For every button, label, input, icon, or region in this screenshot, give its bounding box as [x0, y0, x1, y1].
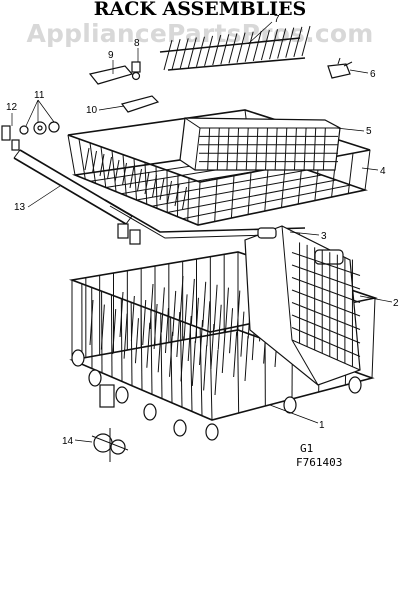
rail-13-drawing: [13, 149, 141, 245]
callout-labels: 12 11 9 8 7 6 10 5 4 13 3 2 1 14: [6, 14, 399, 447]
lower-basket-drawing: [244, 225, 361, 386]
part-9-drawing: [88, 65, 134, 85]
part-12-drawing: [1, 125, 20, 151]
part-8-drawing: [131, 61, 141, 81]
callout-7: 7: [274, 14, 280, 25]
callout-2: 2: [393, 298, 399, 309]
diagram-code-line-1: G1: [300, 442, 313, 455]
callout-8: 8: [134, 38, 140, 49]
diagram-code-line-2: F761403: [296, 456, 342, 469]
leader-lines: [11, 21, 393, 443]
callout-11: 11: [34, 90, 45, 101]
upper-rack-drawing: [67, 109, 371, 239]
callout-10: 10: [86, 105, 98, 116]
callout-6: 6: [370, 69, 376, 80]
watermark: AppliancePartsPros.com: [26, 19, 373, 48]
silverware-basket-drawing: [179, 117, 341, 171]
callout-14: 14: [62, 436, 74, 447]
part-11-drawing: [19, 121, 60, 135]
part-6-drawing: [327, 57, 353, 79]
cup-shelf-drawing: [159, 25, 311, 71]
part-10-drawing: [120, 95, 160, 113]
callout-4: 4: [380, 166, 386, 177]
callout-9: 9: [108, 50, 114, 61]
callout-1: 1: [319, 420, 325, 431]
callout-5: 5: [366, 126, 372, 137]
callout-13: 13: [14, 202, 26, 213]
callout-12: 12: [6, 102, 18, 113]
callout-3: 3: [321, 231, 327, 242]
diagram-title: RACK ASSEMBLIES: [94, 0, 307, 20]
part-14-drawing: [91, 384, 129, 462]
